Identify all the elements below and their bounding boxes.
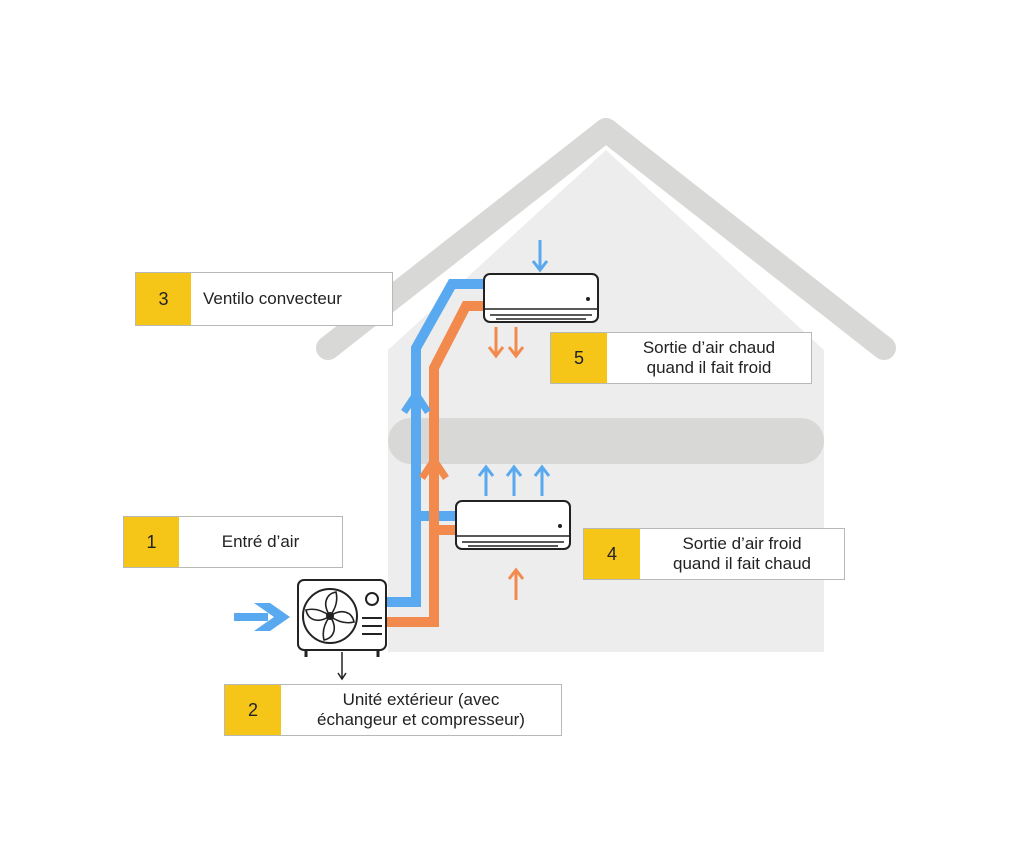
outdoor-unit — [297, 579, 387, 657]
callout-fan-coil: 3 Ventilo convecteur — [135, 272, 393, 326]
callout-cold-air-output: 4 Sortie d’air froid quand il fait chaud — [583, 528, 845, 580]
callout-label: Entré d’air — [221, 532, 300, 551]
upper-indoor-unit — [483, 273, 599, 323]
callout-number: 4 — [584, 529, 640, 579]
air-intake-arrow — [234, 603, 290, 631]
house-roof — [316, 118, 896, 360]
callout-number: 1 — [124, 517, 179, 567]
callout-label: Sortie d’air chaud quand il fait froid — [642, 338, 776, 377]
callout-hot-air-output: 5 Sortie d’air chaud quand il fait froid — [550, 332, 812, 384]
callout-air-intake: 1 Entré d’air — [123, 516, 343, 568]
cold-flow-arrow — [401, 387, 431, 414]
cold-pipe — [384, 279, 486, 607]
callout-label: Unité extérieur (avec échangeur et compr… — [317, 690, 525, 729]
callout-number: 2 — [225, 685, 281, 735]
hot-flow-arrow — [419, 453, 449, 480]
hot-air-outlet-arrows — [487, 327, 525, 359]
fan-icon — [302, 588, 358, 644]
hot-pipe — [384, 301, 486, 627]
house-wall — [388, 350, 824, 652]
callout-label: Sortie d’air froid quand il fait chaud — [673, 534, 811, 573]
callout-outdoor-unit: 2 Unité extérieur (avec échangeur et com… — [224, 684, 562, 736]
cold-air-outlet-arrows — [477, 464, 551, 496]
floor-slab — [388, 418, 824, 464]
callout-number: 3 — [136, 273, 191, 325]
upper-intake-arrow — [531, 240, 549, 273]
drain-arrow — [337, 652, 347, 681]
callout-number: 5 — [551, 333, 607, 383]
callout-label: Ventilo convecteur — [203, 289, 342, 308]
lower-indoor-unit — [455, 500, 571, 550]
lower-intake-arrow — [507, 567, 525, 600]
